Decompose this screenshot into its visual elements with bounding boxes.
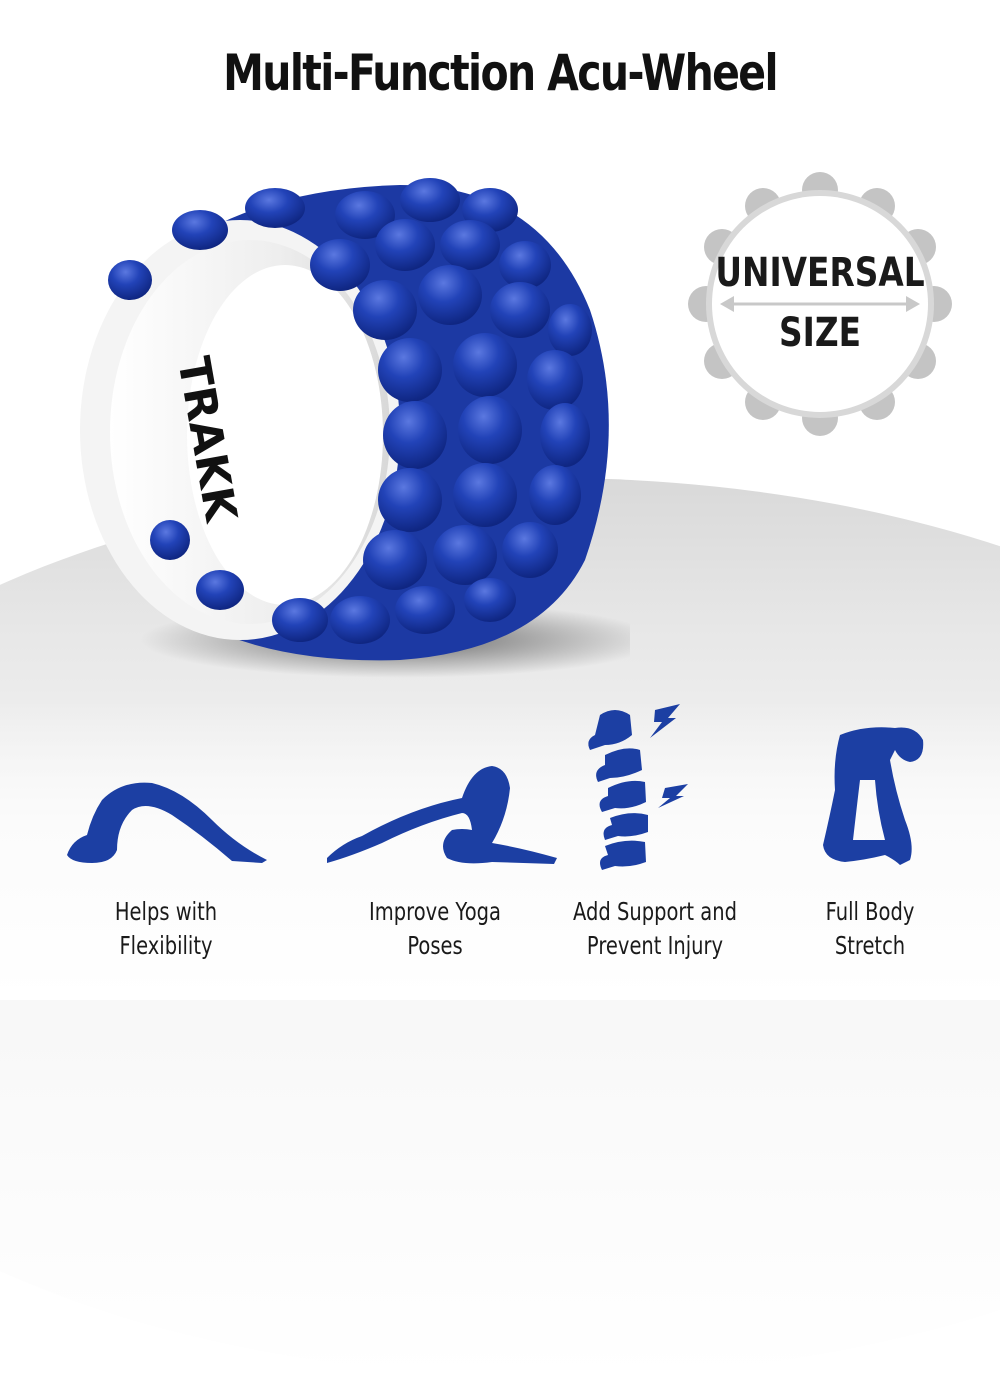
double-arrow-icon bbox=[720, 296, 920, 312]
feature-caption-yoga-poses: Improve Yoga Poses bbox=[369, 897, 501, 960]
plow-pose-icon bbox=[327, 766, 557, 864]
feature-caption-support: Add Support and Prevent Injury bbox=[573, 897, 737, 960]
page-title: Multi-Function Acu-Wheel bbox=[223, 44, 778, 102]
gear-badge-icon bbox=[688, 172, 952, 436]
feature-caption-stretch: Full Body Stretch bbox=[825, 897, 915, 960]
feature-caption-flexibility: Helps with Flexibility bbox=[114, 897, 218, 960]
acu-wheel-image: TRAKK bbox=[80, 178, 630, 678]
camel-pose-icon bbox=[823, 727, 924, 865]
spine-icon bbox=[588, 704, 688, 870]
badge-line-2: SIZE bbox=[778, 310, 862, 356]
badge-line-1: UNIVERSAL bbox=[715, 250, 925, 296]
backbend-pose-icon bbox=[67, 782, 267, 863]
universal-size-badge: UNIVERSAL SIZE bbox=[688, 172, 952, 436]
